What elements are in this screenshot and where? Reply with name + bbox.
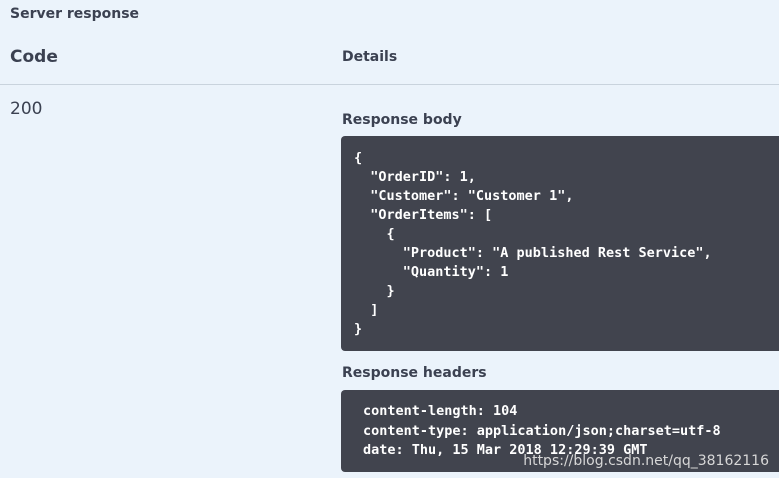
section-title: Server response [10,6,140,22]
code-line: { [354,226,395,242]
response-status-code: 200 [10,99,43,119]
code-line: "OrderID": 1, [354,169,476,185]
response-headers-label: Response headers [342,365,487,381]
code-line: } [354,321,363,337]
code-line: } [354,283,395,299]
code-line: "Quantity": 1 [354,264,509,280]
code-line: "OrderItems": [ [354,207,493,223]
response-body-label: Response body [342,112,462,128]
response-headers-code[interactable]: content-length: 104 content-type: applica… [341,390,779,472]
code-line: "Customer": "Customer 1", [354,188,574,204]
details-column-header: Details [342,49,398,65]
code-column-header: Code [10,47,58,67]
header-line: date: Thu, 15 Mar 2018 12:29:39 GMT [363,442,648,458]
code-line: ] [354,302,379,318]
header-line: content-length: 104 [363,403,518,419]
code-line: "Product": "A published Rest Service", [354,245,712,261]
watermark-text: https://blog.csdn.net/qq_38162116 [523,453,769,469]
table-header-divider [0,84,779,85]
code-line: { [354,150,363,166]
response-body-code[interactable]: { "OrderID": 1, "Customer": "Customer 1"… [341,136,779,351]
header-line: content-type: application/json;charset=u… [363,422,721,439]
